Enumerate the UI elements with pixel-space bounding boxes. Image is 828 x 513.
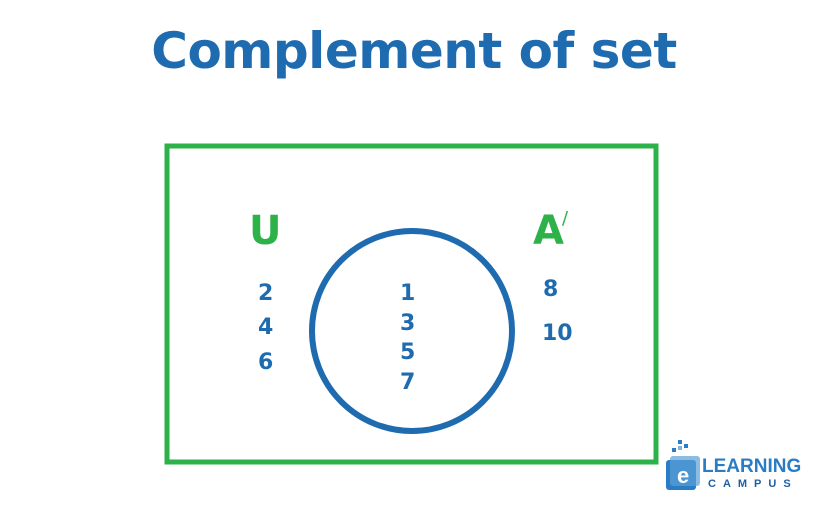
set-a-element: 7 [400, 370, 416, 395]
set-a-circle [309, 228, 515, 434]
set-a-element: 3 [400, 311, 416, 336]
svg-text:e: e [677, 463, 689, 488]
logo-text-learning: LEARNING [702, 456, 802, 477]
universal-element: 2 [258, 281, 274, 306]
page-title: Complement of set [151, 22, 677, 80]
universal-set-label: U [249, 208, 282, 254]
complement-element: 8 [543, 277, 559, 302]
complement-label: A [533, 208, 564, 254]
set-a-element: 5 [400, 340, 416, 365]
logo-icon: e [666, 440, 700, 490]
complement-prime-mark: / [562, 208, 569, 229]
set-a-element: 1 [400, 281, 416, 306]
universal-set-rectangle [164, 143, 659, 465]
universal-element: 4 [258, 315, 274, 340]
complement-letter: A [533, 208, 564, 254]
universal-element: 6 [258, 350, 274, 375]
complement-element: 10 [542, 321, 573, 346]
e-learning-campus-logo: e LEARNING CAMPUS [660, 438, 820, 498]
logo-text-campus: CAMPUS [708, 478, 798, 490]
